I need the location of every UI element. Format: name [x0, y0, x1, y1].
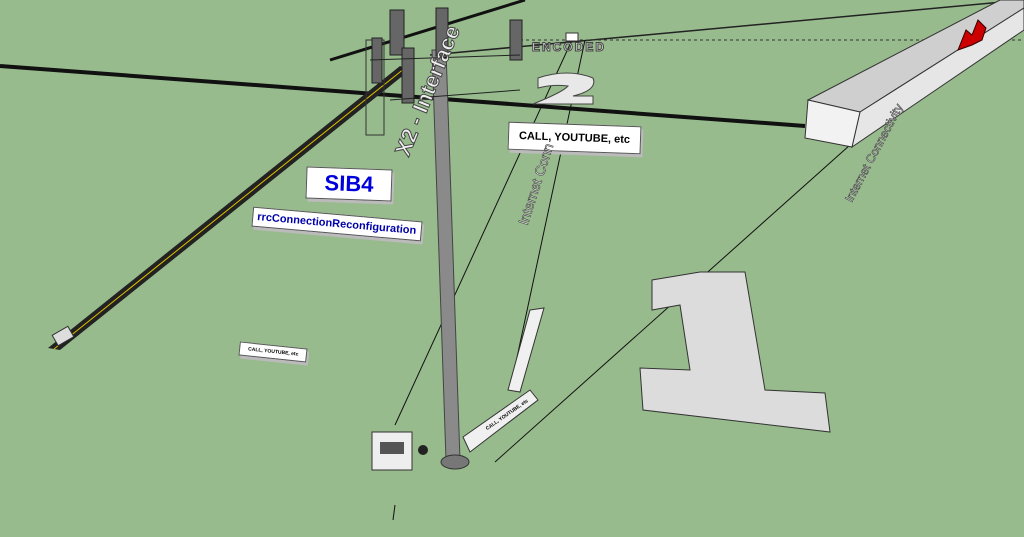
road [48, 66, 410, 350]
antenna-panel [509, 19, 523, 61]
cable-far [429, 0, 1024, 56]
car [51, 325, 75, 347]
digit-two-text: 2 [560, 70, 561, 71]
digit-one-text: 1 [720, 330, 721, 331]
road-center-line [53, 67, 406, 350]
call-small-text: CALL, YOUTUBE, etc [247, 346, 299, 358]
antenna-panel [371, 37, 383, 84]
antenna-panel [435, 7, 449, 57]
call-top-text: CALL, YOUTUBE, etc [518, 130, 631, 146]
call-label-top: CALL, YOUTUBE, etc [507, 121, 642, 155]
digit-one-block [639, 271, 831, 433]
logo-red [957, 19, 987, 51]
antenna-panel [389, 9, 405, 56]
tower-pole [431, 49, 461, 461]
sib4-text: SIB4 [324, 170, 374, 197]
digit-two-block [532, 72, 595, 105]
link-line [392, 504, 396, 521]
small-box [565, 32, 579, 42]
cable-diagonal [329, 0, 526, 62]
antenna-panel [401, 47, 415, 104]
sib4-label: SIB4 [305, 166, 393, 202]
tower-base [440, 454, 470, 470]
antenna-mount [369, 54, 521, 61]
long-box-front [804, 99, 861, 148]
base-bar [462, 389, 539, 453]
upright-bar [507, 307, 545, 393]
router-port [380, 442, 404, 454]
puck [418, 445, 428, 455]
antenna-mount [389, 89, 521, 101]
encoded-text: ENCODED [531, 40, 607, 55]
